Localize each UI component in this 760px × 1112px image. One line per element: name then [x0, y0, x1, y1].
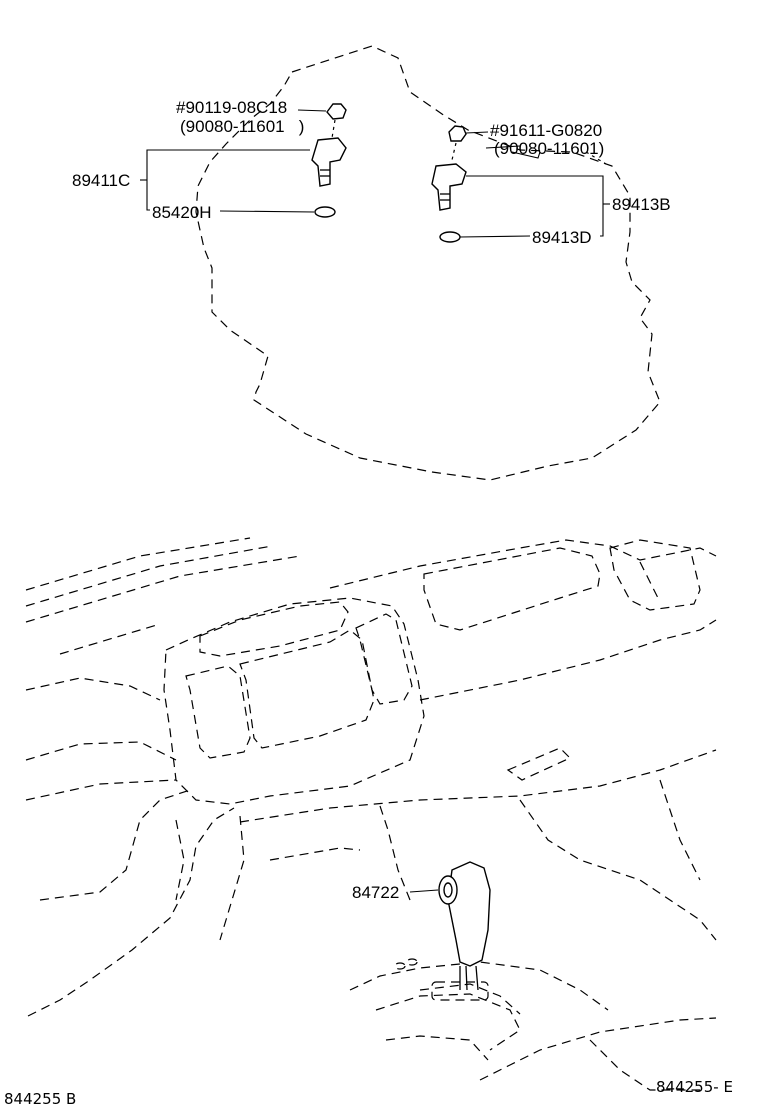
leader-84722	[409, 889, 439, 893]
bolt-90119-icon	[297, 103, 347, 139]
footer-code-left: 844255 B	[4, 1090, 76, 1108]
shift-knob-84722-icon	[438, 861, 491, 991]
footer-code-right: 844255- E	[656, 1078, 733, 1096]
label-90080-11601-left: (90080-11601 )	[180, 117, 304, 136]
label-84722: 84722	[352, 883, 399, 902]
label-90119-08c18: #90119-08C18	[176, 98, 287, 117]
o-ring-85420h-icon	[314, 206, 336, 218]
label-89413b: 89413B	[612, 195, 671, 214]
label-90080-11601-right: (90080-11601)	[494, 139, 604, 158]
speed-sensor-89411c-icon	[311, 137, 347, 187]
label-89413d: 89413D	[532, 228, 592, 247]
right-sensor-group	[431, 125, 610, 243]
bolt-91611-icon	[448, 125, 607, 165]
left-sensor-group	[140, 103, 347, 218]
transmission-outline	[195, 45, 661, 481]
label-85420h: 85420H	[152, 203, 212, 222]
label-89411c: 89411C	[72, 171, 130, 190]
o-ring-89413d-icon	[439, 231, 461, 243]
label-91611-g0820: #91611-G0820	[490, 121, 602, 140]
dashboard-outline	[25, 537, 717, 1091]
speed-sensor-89413b-icon	[431, 163, 467, 211]
